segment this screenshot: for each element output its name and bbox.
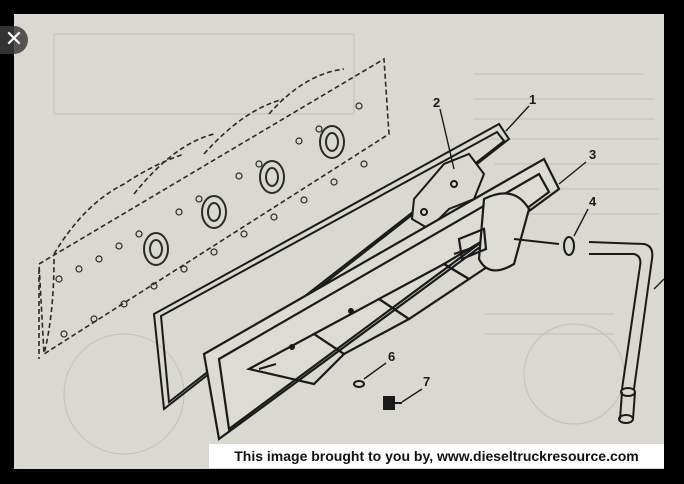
close-button[interactable]: ✕ <box>0 26 28 54</box>
breather-hose <box>513 236 654 424</box>
exploded-parts-diagram: 1 2 3 4 6 7 <box>38 33 664 455</box>
valve-cover <box>202 157 561 441</box>
engine-block <box>38 57 390 359</box>
block-ports <box>143 125 345 266</box>
close-icon: ✕ <box>4 27 24 52</box>
cover-studs <box>258 248 470 370</box>
diagram-photo: 1 2 3 4 6 7 <box>14 14 664 469</box>
callout-7: 7 <box>423 374 430 389</box>
block-bolt-holes <box>55 102 368 338</box>
callout-1: 1 <box>529 92 536 107</box>
callout-4: 4 <box>589 194 597 209</box>
callout-6: 6 <box>388 349 395 364</box>
credit-caption: This image brought to you by, www.diesel… <box>209 444 664 468</box>
callout-3: 3 <box>589 147 596 162</box>
gasket <box>152 122 511 411</box>
callout-2: 2 <box>433 95 440 110</box>
washer-and-bolt <box>353 380 402 410</box>
leader-lines <box>363 105 664 403</box>
